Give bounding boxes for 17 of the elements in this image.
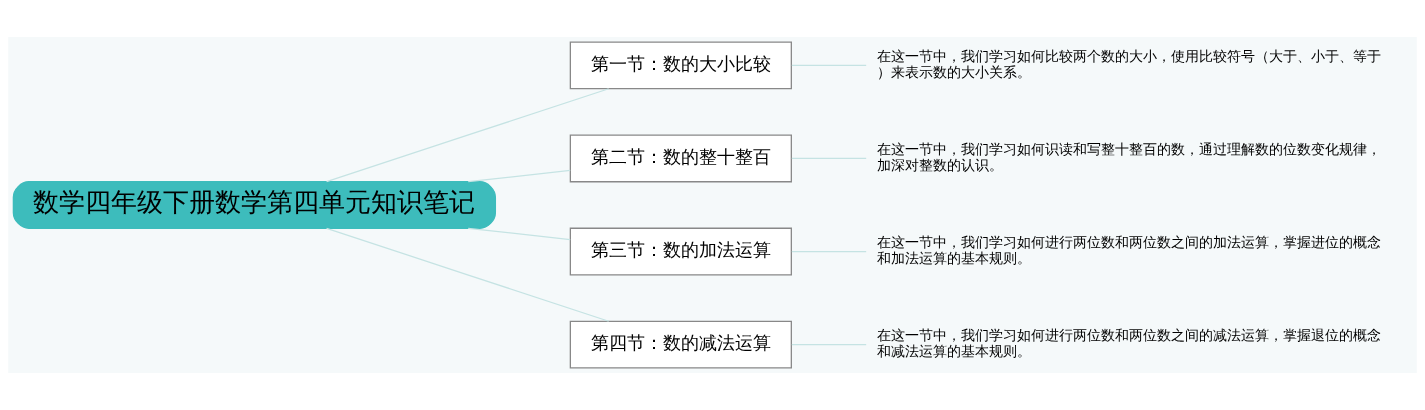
node-box: 数学四年级下册数学第四单元知识笔记 (12, 181, 497, 229)
connector (325, 88, 610, 183)
connector (791, 343, 867, 346)
node-box: 第四节：数的减法运算 (569, 320, 792, 369)
node-box: 第三节：数的加法运算 (569, 227, 792, 276)
connector (791, 250, 867, 253)
connector (791, 157, 867, 160)
node-box: 第一节：数的大小比较 (569, 41, 792, 90)
node-text: 在这一节中，我们学习如何识读和写整十整百的数，通过理解数的位数变化规律，加深对整数的认识。 (876, 141, 1381, 173)
connector (467, 227, 571, 241)
node-text: 在这一节中，我们学习如何进行两位数和两位数之间的减法运算，掌握退位的概念和减法运算的基本规则。 (876, 327, 1381, 359)
connector (791, 64, 867, 67)
node-box: 第二节：数的整十整百 (569, 134, 792, 183)
node-text: 在这一节中，我们学习如何进行两位数和两位数之间的加法运算，掌握进位的概念和加法运算的基本规则。 (876, 234, 1381, 266)
connector (467, 169, 571, 183)
connector (325, 227, 610, 322)
node-text: 在这一节中，我们学习如何比较两个数的大小，使用比较符号（大于、小于、等于）来表示数的大小关系。 (876, 48, 1381, 80)
